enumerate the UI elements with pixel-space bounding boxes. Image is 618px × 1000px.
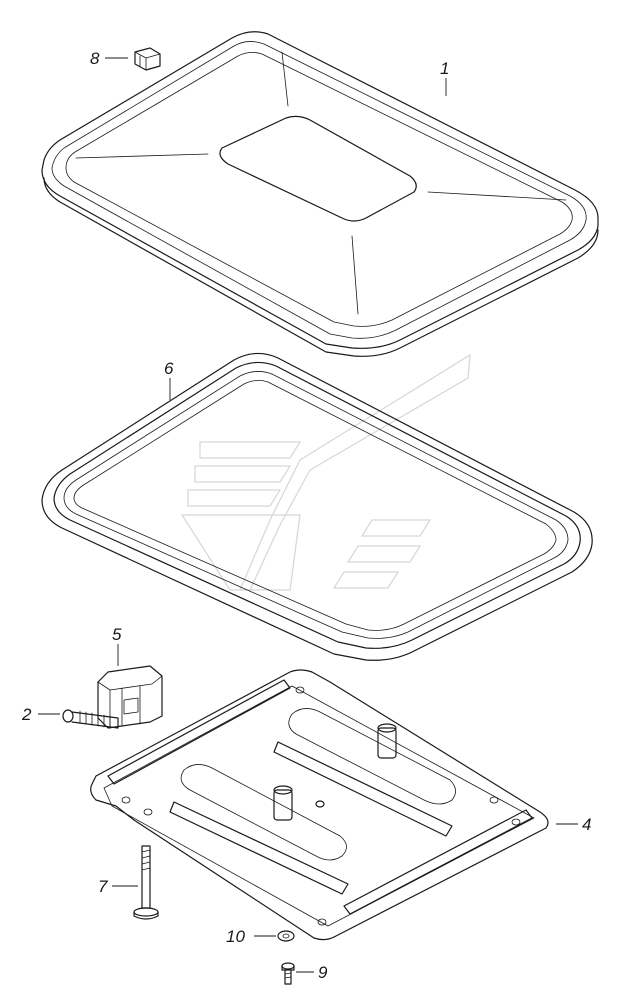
watermark-logo [180,353,471,591]
callout-1: 1 [440,59,449,78]
callout-10: 10 [226,927,245,946]
part-2-screw [62,709,119,729]
part-7-bolt [133,845,159,920]
leader-lines [38,57,578,973]
callout-9: 9 [318,963,328,982]
callout-7: 7 [98,877,108,896]
part-9-screw [281,962,295,985]
part-8-clip [134,47,161,71]
part-1-hatch-lid [41,31,599,357]
part-6-seal-frame [41,352,593,661]
part-5-bracket [97,665,163,729]
callout-2: 2 [21,705,32,724]
callout-6: 6 [164,359,174,378]
part-10-washer [277,930,295,942]
callout-4: 4 [582,815,591,834]
callout-5: 5 [112,625,122,644]
callout-8: 8 [90,49,100,68]
part-4-base-plate [90,669,549,941]
